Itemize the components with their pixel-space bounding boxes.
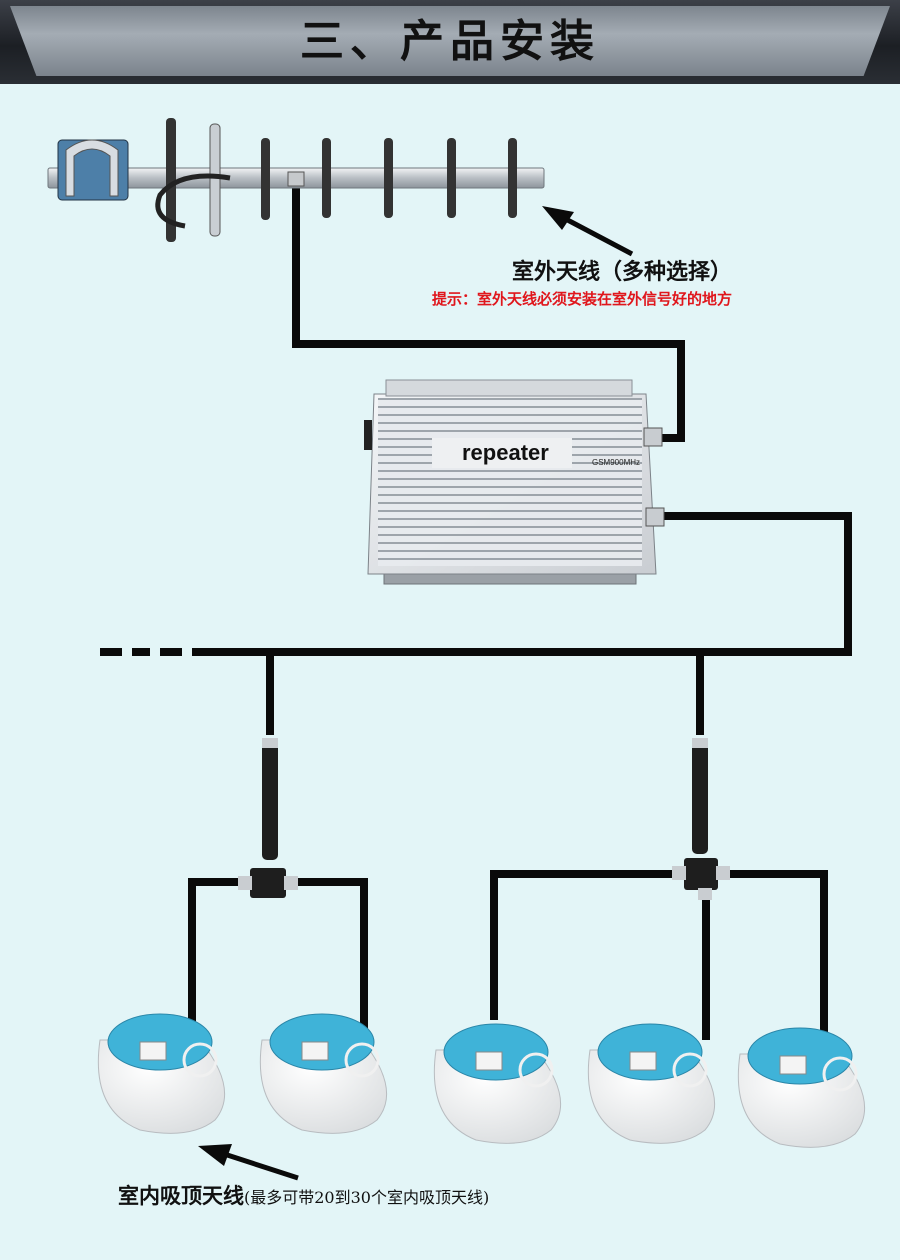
cable-repeater-to-trunk	[192, 512, 852, 656]
indoor-antenna-title: 室内吸顶天线	[118, 1183, 244, 1208]
indoor-antenna-2	[259, 1013, 388, 1134]
outdoor-arrow	[542, 206, 634, 257]
antenna-connector	[287, 171, 305, 187]
outdoor-antenna-label: 室外天线（多种选择）	[512, 259, 733, 285]
cable-right-split-a	[490, 870, 676, 1020]
repeater-port-top	[643, 427, 663, 447]
antenna-mount-bracket	[57, 139, 129, 201]
installation-hint: 提示：室外天线必须安装在室外信号好的地方	[432, 290, 733, 308]
cable-right-split-b	[724, 870, 828, 1040]
repeater-label: repeater	[462, 440, 549, 465]
antenna-elements	[166, 118, 517, 242]
page-title: 三、产品安装	[300, 16, 600, 67]
cable-outdoor-to-repeater	[292, 188, 685, 442]
indoor-antenna-label: 室内吸顶天线(最多可带20到30个室内吸顶天线)	[118, 1180, 489, 1210]
indoor-antenna-note: (最多可带20到30个室内吸顶天线)	[244, 1188, 490, 1207]
antenna-feed-cable	[155, 173, 231, 229]
indoor-antenna-4	[587, 1023, 716, 1144]
splitter-right	[672, 738, 730, 900]
outdoor-antenna	[47, 118, 545, 242]
repeater-port-bottom	[645, 507, 665, 527]
indoor-arrow	[198, 1144, 299, 1181]
repeater-unit	[364, 379, 665, 585]
indoor-antenna-3	[433, 1023, 562, 1144]
splitter-left	[238, 738, 298, 898]
indoor-antenna-5	[737, 1027, 866, 1148]
header-plate	[10, 6, 890, 76]
cable-lines	[100, 188, 852, 1040]
repeater-band-label: GSM900MHz	[592, 458, 641, 467]
indoor-antenna-1	[97, 1013, 226, 1134]
cable-left-split-b	[292, 878, 368, 1030]
header-banner: 三、产品安装	[0, 0, 900, 84]
cable-left-split-a	[188, 878, 240, 1030]
